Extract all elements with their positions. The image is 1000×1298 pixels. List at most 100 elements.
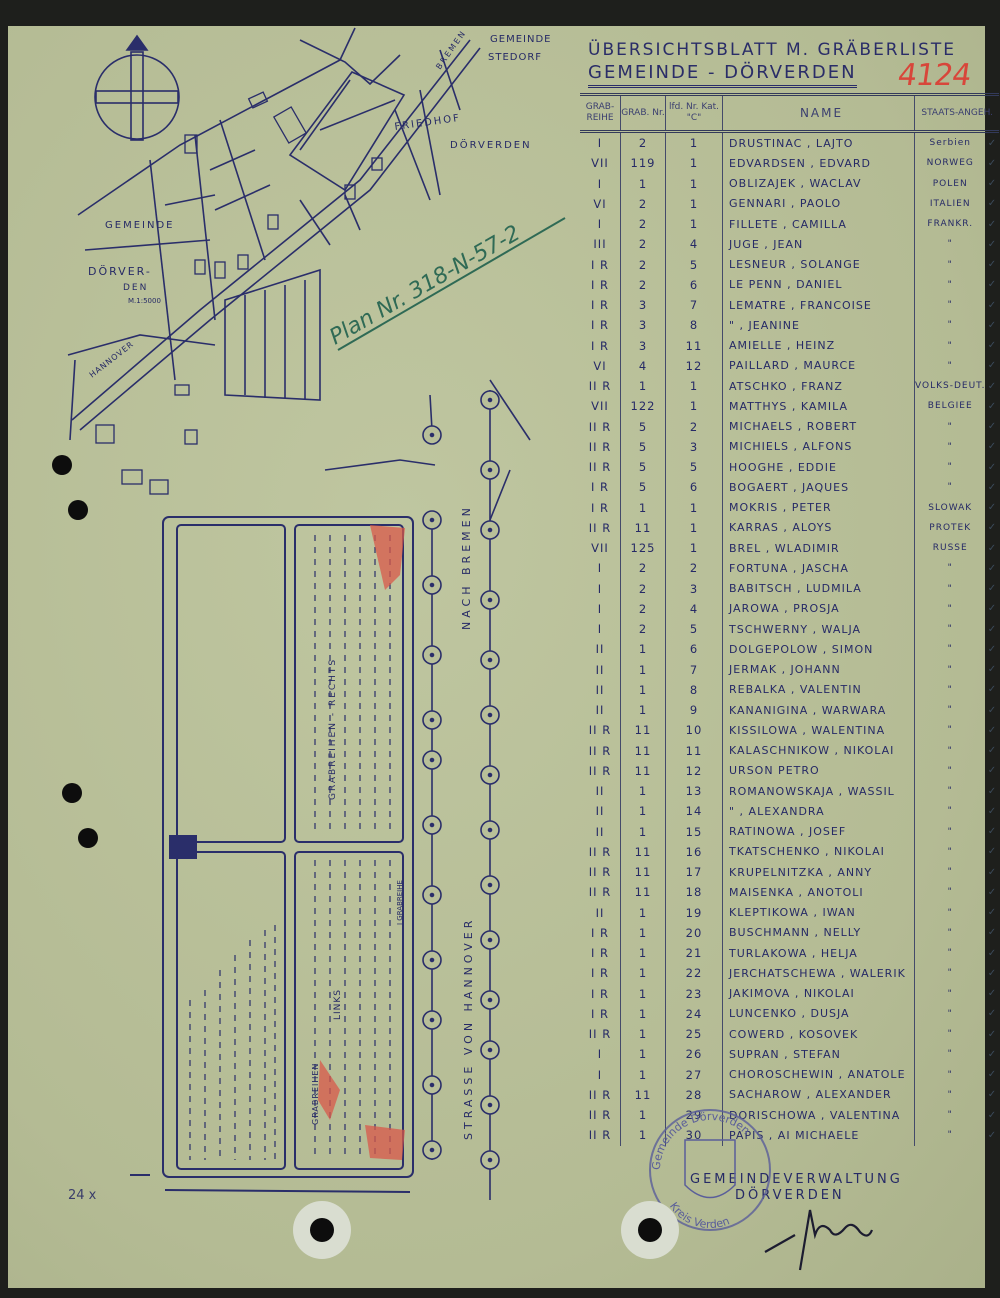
check-mark-icon: ✓ [987,623,998,635]
check-mark-icon: ✓ [987,927,998,939]
tree-icon-dot [429,1147,435,1153]
grab-nr-cell: 1 [620,983,666,1004]
lfd-nr-cell: 2 [665,558,723,579]
staatsangeh-cell: " [947,603,953,614]
lfd-nr-cell: 12 [665,760,723,781]
grabreihe-cell: II R [580,841,621,862]
name-cell: RATINOWA , JOSEF [722,821,915,842]
lfd-nr-cell: 25 [665,1024,723,1045]
staatsangeh-cell: " [947,644,953,655]
grave-rows [189,535,391,1160]
grab-nr-cell: 5 [620,477,666,498]
grabreihe-cell: II [580,679,621,700]
grab-nr-cell: 1 [620,963,666,984]
grabreihe-cell: II R [580,862,621,883]
grabreihe-cell: I R [580,963,621,984]
grabreihe-cell: I [580,578,621,599]
staatsangeh-cell: " [947,1069,953,1080]
lfd-nr-cell: 1 [665,376,723,397]
staatsangeh-cell: " [947,806,953,817]
staatsangeh-cell: POLEN [932,178,968,189]
tree-icon-dot [487,467,493,473]
tree-icon-dot [487,597,493,603]
grabreihe-cell: II [580,700,621,721]
name-cell: KLEPTIKOWA , IWAN [722,902,915,923]
name-cell: CHOROSCHEWIN , ANATOLE [722,1064,915,1085]
grabreihe-cell: II R [580,1084,621,1105]
grabreihe-cell: I R [580,922,621,943]
table-header-row: GRAB-REIHE GRAB. Nr. lfd. Nr. Kat. "C" N… [580,93,1000,133]
name-cell: HOOGHE , EDDIE [722,457,915,478]
label-den: DEN [123,283,148,293]
binder-hole [68,500,88,520]
page-subtitle: GEMEINDE - DÖRVERDEN [588,62,857,88]
coat-of-arms-icon [684,1139,736,1199]
staatsangeh-cell: " [947,563,953,574]
name-cell: MICHAELS , ROBERT [722,416,915,437]
check-mark-icon: ✓ [987,178,998,190]
grabreihe-cell: II R [580,416,621,437]
tree-icon-dot [487,1047,493,1053]
staatsangeh-cell: " [947,725,953,736]
tree-icon-dot [429,1082,435,1088]
name-cell: COWERD , KOSOVEK [722,1024,915,1045]
check-mark-icon: ✓ [987,1109,998,1121]
grab-nr-cell: 2 [620,598,666,619]
grabreihe-cell: II [580,902,621,923]
check-mark-icon: ✓ [987,603,998,615]
name-cell: LEMATRE , FRANCOISE [722,295,915,316]
grab-nr-cell: 11 [620,841,666,862]
tree-icon-dot [487,1157,493,1163]
name-cell: DRUSTINAC , LAJTO [722,131,915,154]
check-mark-icon: ✓ [987,421,998,433]
check-mark-icon: ✓ [987,1129,998,1141]
lfd-nr-cell: 28 [665,1084,723,1105]
grab-nr-cell: 11 [620,517,666,538]
grab-nr-cell: 1 [620,1003,666,1024]
grabreihe-cell: II R [580,1024,621,1045]
staatsangeh-cell: " [947,664,953,675]
name-cell: JAROWA , PROSJA [722,598,915,619]
name-cell: MOKRIS , PETER [722,497,915,518]
grab-nr-cell: 1 [620,700,666,721]
lfd-nr-cell: 14 [665,801,723,822]
name-cell: MAISENKA , ANOTOLI [722,882,915,903]
check-mark-icon: ✓ [987,441,998,453]
grab-nr-cell: 119 [620,153,666,174]
plan-number-underline [337,217,566,351]
grab-nr-cell: 4 [620,355,666,376]
lfd-nr-cell: 16 [665,841,723,862]
staatsangeh-cell: " [947,705,953,716]
name-cell: JERMAK , JOHANN [722,659,915,680]
check-mark-icon: ✓ [987,684,998,696]
grab-nr-cell: 1 [620,1105,666,1126]
grabreihe-cell: II R [580,760,621,781]
tree-icon-dot [429,1017,435,1023]
grabreihe-cell: II [580,659,621,680]
lfd-nr-cell: 1 [665,497,723,518]
lfd-nr-cell: 5 [665,457,723,478]
grabreihe-cell: I R [580,983,621,1004]
tree-icon-dot [429,432,435,438]
grab-nr-cell: 1 [620,781,666,802]
name-cell: TURLAKOWA , HELJA [722,943,915,964]
check-mark-icon: ✓ [987,380,998,392]
staatsangeh-cell: VOLKS-DEUT. [915,381,986,392]
name-cell: REBALKA , VALENTIN [722,679,915,700]
lfd-nr-cell: 10 [665,720,723,741]
grabreihe-cell: II R [580,1125,621,1146]
